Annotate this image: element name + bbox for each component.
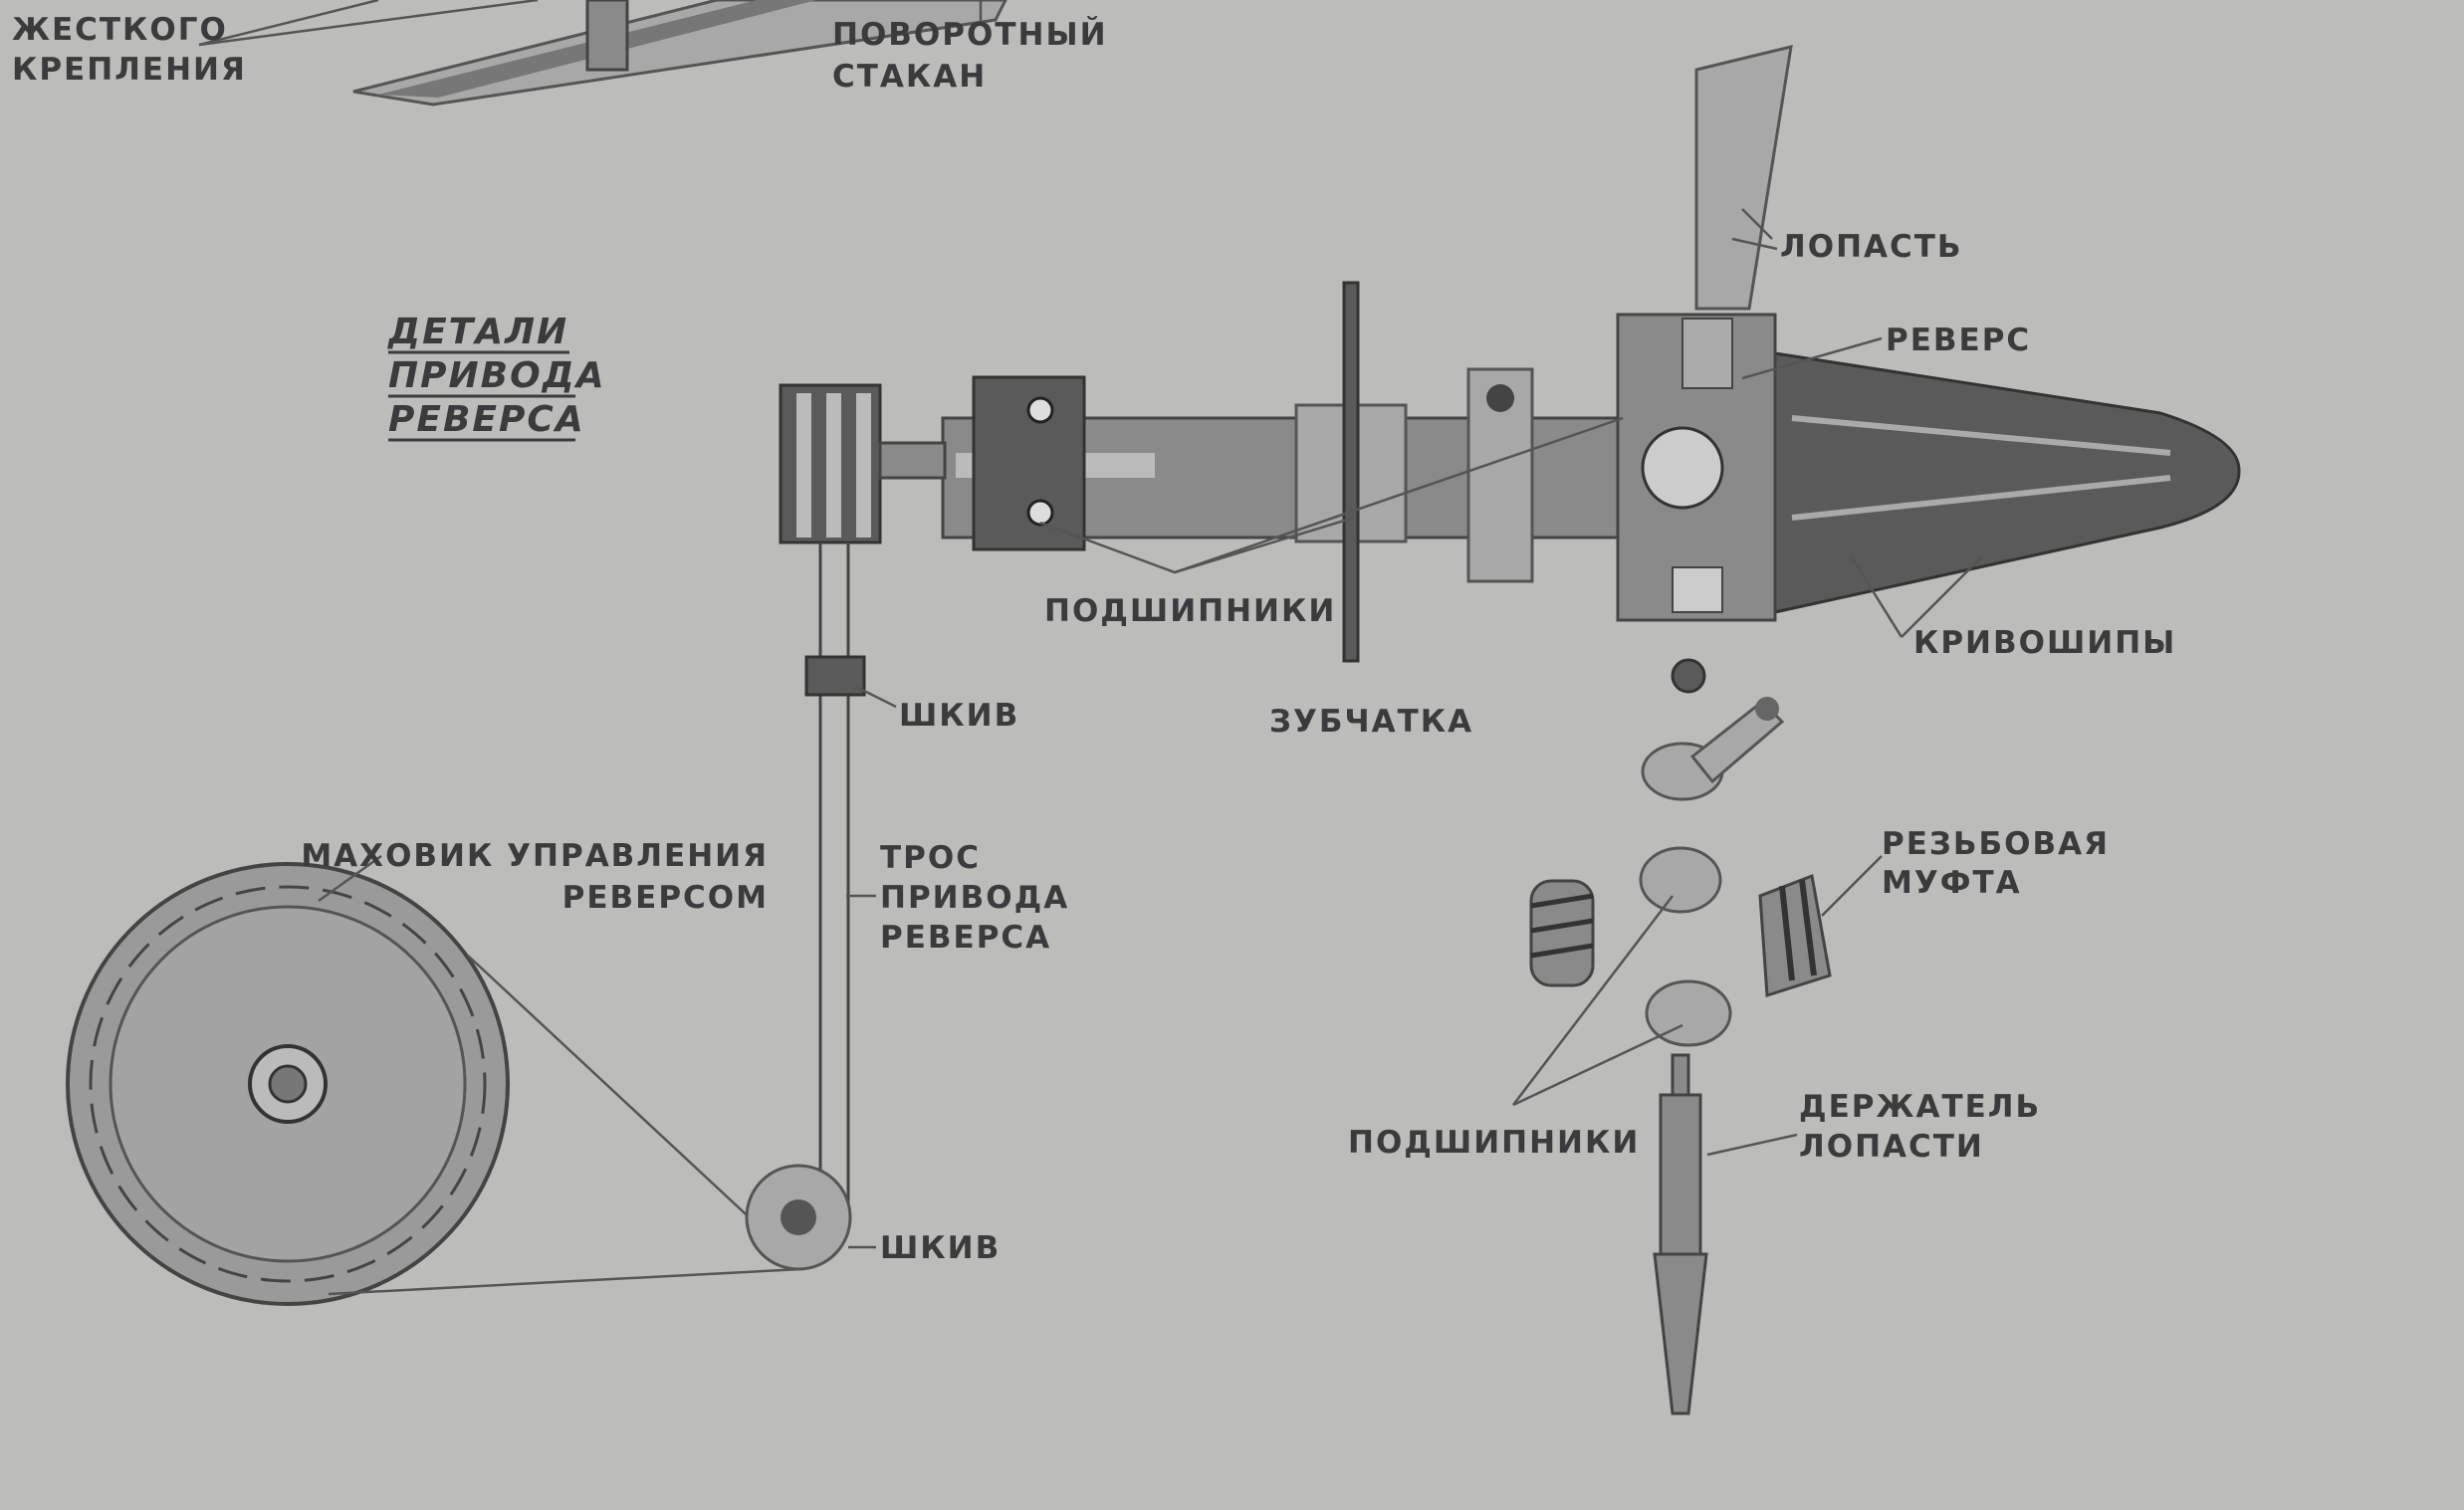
bearing-part-2: [1645, 979, 1732, 1047]
label-blade: ЛОПАСТЬ: [1780, 229, 1963, 265]
label-pulley-top: ШКИВ: [899, 698, 1019, 734]
hub-cone: [1773, 351, 2241, 614]
blade-holder-part: [1653, 1053, 1708, 1415]
blade: [1694, 45, 1793, 311]
spring: [1529, 879, 1595, 987]
bearing-housing: [972, 375, 1086, 551]
label-cranks: КРИВОШИПЫ: [1913, 625, 2176, 661]
label-pulley-bottom: ШКИВ: [880, 1230, 1001, 1266]
bearing-part-1: [1639, 846, 1722, 914]
top-pulley-block: [779, 383, 947, 544]
nut: [1671, 658, 1706, 694]
sprocket: [1342, 281, 1360, 663]
flywheel: [66, 862, 510, 1306]
mount-rail: [198, 0, 1008, 107]
label-reverse: РЕВЕРС: [1886, 323, 2031, 358]
label-sprocket: ЗУБЧАТКА: [1269, 704, 1473, 740]
label-bearings-top: ПОДШИПНИКИ: [1044, 593, 1336, 629]
mid-pulley: [804, 655, 866, 697]
crank: [1641, 697, 1785, 801]
threaded-coupling-part: [1758, 873, 1832, 998]
label-bearings-bottom: ПОДШИПНИКИ: [1348, 1125, 1640, 1161]
